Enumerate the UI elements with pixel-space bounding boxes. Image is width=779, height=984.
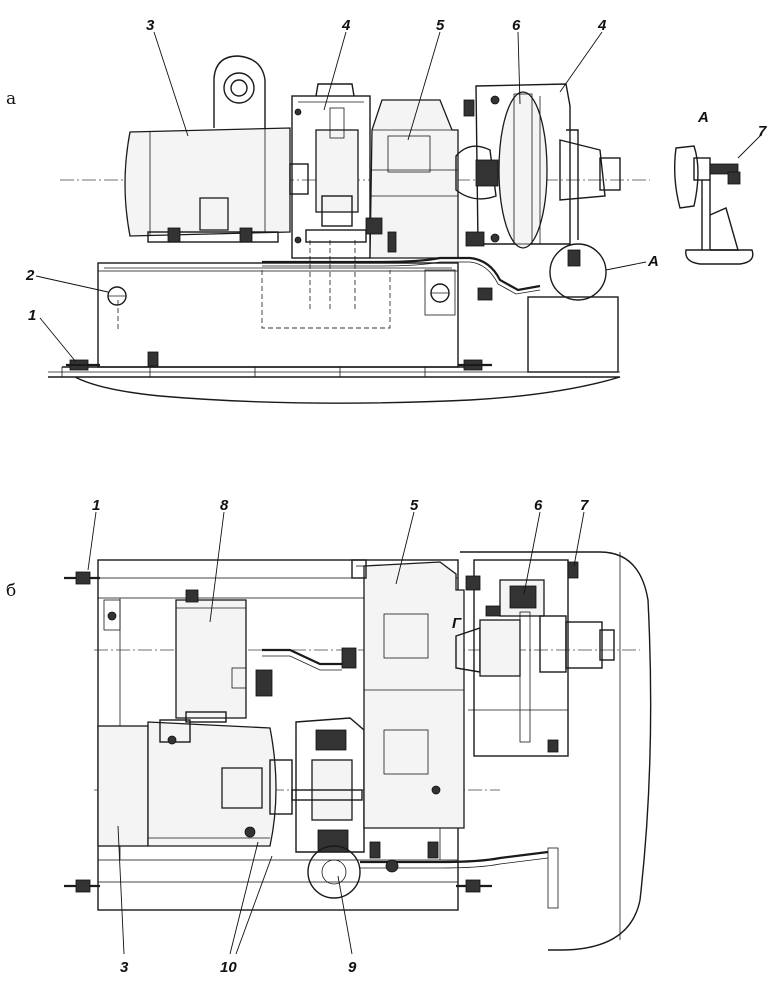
callout-a-3: 3 xyxy=(146,17,155,34)
control-cabinet xyxy=(175,589,247,723)
callout-b-7: 7 xyxy=(580,497,589,514)
detail-a: А 7 xyxy=(673,109,767,265)
gearbox-plan xyxy=(351,559,465,829)
foundation-curve xyxy=(48,376,621,404)
callout-b-1: 1 xyxy=(92,497,100,514)
electric-motor-plan xyxy=(97,719,293,847)
anchor-bolt-top xyxy=(64,571,100,585)
callout-a-4-left: 4 xyxy=(341,17,351,34)
callout-a-2: 2 xyxy=(25,267,35,284)
callout-b-5: 5 xyxy=(410,497,419,514)
view-a-label: а xyxy=(6,89,16,109)
callout-b-9: 9 xyxy=(348,959,357,976)
callout-b-10: 10 xyxy=(220,959,237,976)
anchor-bolt-left xyxy=(66,359,100,371)
brake-assembly-plan xyxy=(455,559,615,757)
view-b-plan: б xyxy=(6,497,652,976)
callout-a-5: 5 xyxy=(436,17,445,34)
callout-detail-7: 7 xyxy=(758,123,767,140)
motor-fan-cowl xyxy=(213,55,266,128)
hull-outline xyxy=(460,551,652,951)
brake-wheel-assembly xyxy=(455,83,621,249)
callout-a-4-right: 4 xyxy=(597,17,607,34)
bracket-bolt xyxy=(567,561,579,579)
base-frame xyxy=(97,240,459,368)
anchor-bolt-right-bottom xyxy=(456,879,492,893)
electric-motor xyxy=(124,127,309,243)
callout-b-6: 6 xyxy=(534,497,543,514)
gearbox xyxy=(365,99,459,259)
section-mark: Г xyxy=(452,615,462,632)
cable-upper xyxy=(262,648,342,666)
callout-b-3: 3 xyxy=(120,959,129,976)
support-pedestal xyxy=(527,296,619,373)
cable-lower xyxy=(360,850,549,864)
detail-a-title: А xyxy=(697,109,709,126)
detail-a-callout: А xyxy=(647,253,659,270)
anchor-bolt-right xyxy=(458,359,492,371)
anchor-bolt-bottom xyxy=(64,879,100,893)
view-a-side-elevation: а xyxy=(6,17,659,404)
callout-a-1: 1 xyxy=(28,307,36,324)
callout-b-8: 8 xyxy=(220,497,229,514)
cable-run xyxy=(262,256,541,292)
coupling-guard-left xyxy=(291,83,371,259)
detail-a-circle xyxy=(549,243,607,301)
view-b-label: б xyxy=(6,581,16,601)
callout-a-6: 6 xyxy=(512,17,521,34)
coupling-plan xyxy=(291,717,365,899)
